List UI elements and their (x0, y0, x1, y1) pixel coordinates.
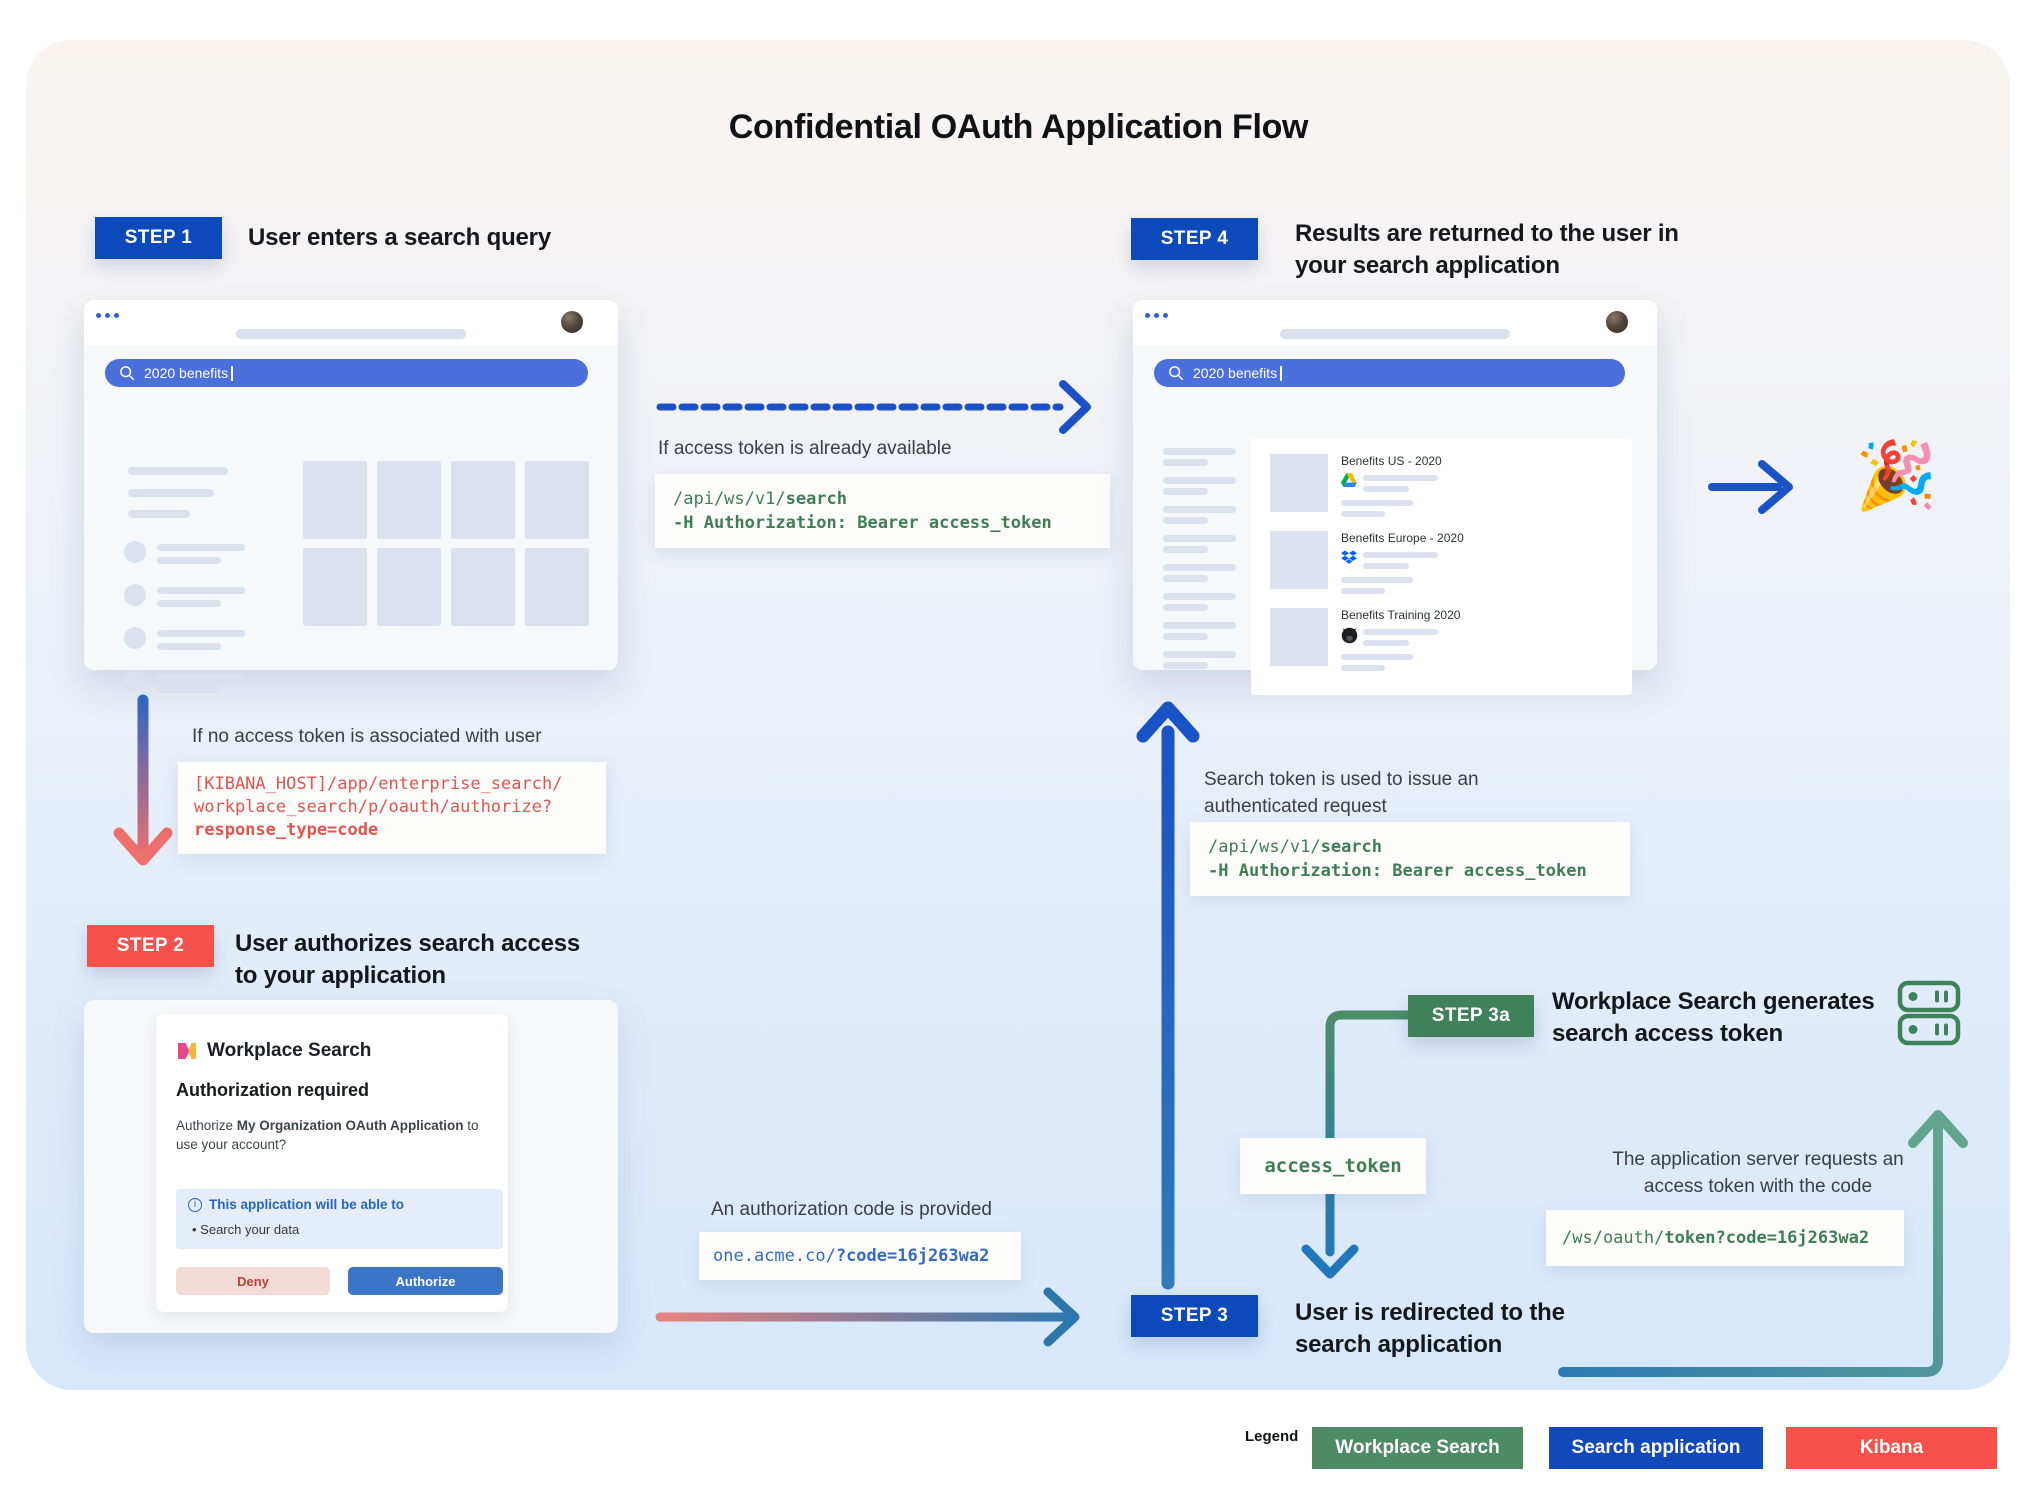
workplace-search-logo-icon (178, 1043, 196, 1059)
address-bar (1280, 329, 1510, 339)
server-request-note: The application server requests an acces… (1612, 1149, 1904, 1197)
app-content: 2020 benefits Benefits US - 20 (1133, 345, 1657, 695)
google-drive-icon (1341, 473, 1357, 487)
step3a-badge: STEP 3a (1408, 995, 1534, 1037)
address-bar (236, 329, 466, 339)
workplace-search-brand: Workplace Search (176, 1040, 371, 1062)
text-caret (1280, 365, 1282, 381)
results-panel: Benefits US - 2020 Benefits Europe - 202… (1251, 439, 1632, 695)
info-icon (188, 1197, 202, 1212)
search-result[interactable]: Benefits Training 2020 (1270, 608, 1615, 678)
window-dot (1145, 313, 1150, 318)
token-available-note: If access token is already available (658, 438, 952, 459)
result-thumbnail (1270, 454, 1328, 512)
search-icon (120, 366, 135, 381)
search-api-code-2: /api/ws/v1/search -H Authorization: Bear… (1190, 822, 1630, 896)
dropbox-icon (1341, 550, 1357, 564)
authorize-url-code: [KIBANA_HOST]/app/enterprise_search/ wor… (178, 762, 606, 854)
no-token-note: If no access token is associated with us… (192, 726, 542, 747)
search-api-code: /api/ws/v1/search -H Authorization: Bear… (655, 474, 1110, 548)
access-token-label: access_token (1240, 1138, 1426, 1194)
step2-heading: User authorizes search access to your ap… (235, 930, 581, 989)
text-caret (231, 365, 233, 381)
search-query-text: 2020 benefits (144, 365, 229, 381)
search-input[interactable]: 2020 benefits (105, 359, 588, 387)
dialog-body: Authorize My Organization OAuth Applicat… (176, 1118, 479, 1152)
result-thumbnail (1270, 608, 1328, 666)
authorize-button[interactable]: Authorize (348, 1267, 503, 1295)
auth-code-note: An authorization code is provided (711, 1199, 992, 1220)
search-token-note: Search token is used to issue an authent… (1204, 769, 1479, 817)
step3a-heading: Workplace Search generates search access… (1552, 988, 1875, 1047)
step3-heading: User is redirected to the search applica… (1295, 1299, 1565, 1358)
step1-badge: STEP 1 (95, 217, 222, 259)
window-dot (1154, 313, 1159, 318)
user-avatar[interactable] (561, 311, 583, 333)
server-icon (1897, 980, 1961, 1046)
window-dot (114, 313, 119, 318)
scope-panel: This application will be able to Search … (176, 1189, 503, 1249)
user-avatar[interactable] (1606, 311, 1628, 333)
token-url-code: /ws/oauth/token?code=16j263wa2 (1546, 1210, 1904, 1266)
step1-heading: User enters a search query (248, 224, 551, 251)
authorization-dialog: Workplace Search Authorization required … (156, 1014, 508, 1312)
deny-button[interactable]: Deny (176, 1267, 330, 1295)
step4-badge: STEP 4 (1131, 218, 1258, 260)
search-icon (1169, 366, 1184, 381)
step4-heading: Results are returned to the user in your… (1295, 220, 1679, 279)
search-result[interactable]: Benefits Europe - 2020 (1270, 531, 1615, 601)
result-title: Benefits US - 2020 (1341, 454, 1442, 468)
party-popper-emoji: 🎉 (1855, 438, 1938, 512)
legend-workplace-search: Workplace Search (1312, 1427, 1523, 1469)
search-query-text: 2020 benefits (1193, 365, 1278, 381)
legend-label: Legend (1245, 1428, 1299, 1445)
result-title: Benefits Europe - 2020 (1341, 531, 1464, 545)
search-input[interactable]: 2020 benefits (1154, 359, 1625, 387)
legend-search-application: Search application (1549, 1427, 1763, 1469)
step3-badge: STEP 3 (1131, 1295, 1258, 1337)
result-thumbnail (1270, 531, 1328, 589)
step2-badge: STEP 2 (87, 925, 214, 967)
result-title: Benefits Training 2020 (1341, 608, 1461, 622)
search-app-window: 2020 benefits (84, 300, 618, 693)
redirect-url-code: one.acme.co/?code=16j263wa2 (699, 1232, 1021, 1280)
scope-title: This application will be able to (188, 1197, 404, 1212)
github-icon (1341, 627, 1358, 644)
window-dot (96, 313, 101, 318)
dialog-heading: Authorization required (176, 1080, 369, 1100)
results-app-window: 2020 benefits Benefits US - 20 (1133, 300, 1657, 695)
app-content: 2020 benefits (84, 345, 618, 693)
authorization-screen: Workplace Search Authorization required … (84, 1000, 618, 1333)
search-result[interactable]: Benefits US - 2020 (1270, 454, 1615, 524)
window-dot (1163, 313, 1168, 318)
scope-item: Search your data (192, 1222, 299, 1237)
legend-kibana: Kibana (1786, 1427, 1997, 1469)
page-title: Confidential OAuth Application Flow (728, 108, 1309, 146)
window-dot (105, 313, 110, 318)
